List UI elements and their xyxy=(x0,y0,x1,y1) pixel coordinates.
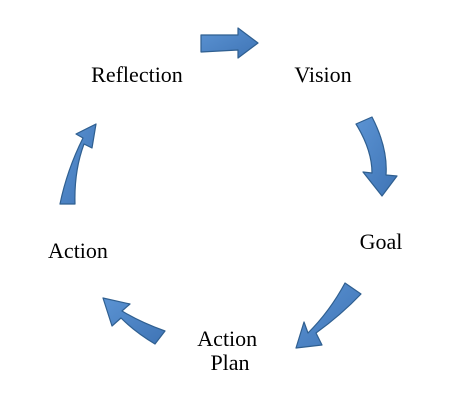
step-label-goal: Goal xyxy=(360,229,403,254)
cycle-arrow-goal-to-action-plan xyxy=(295,282,362,349)
step-label-action-plan: Action Plan xyxy=(197,326,262,375)
step-label-vision: Vision xyxy=(294,62,351,87)
step-label-action: Action xyxy=(48,238,108,263)
cycle-arrow-reflection-to-vision xyxy=(200,27,259,59)
cycle-arrow-action-plan-to-action xyxy=(102,297,166,345)
cycle-arrow-action-to-reflection xyxy=(59,123,97,205)
step-label-reflection: Reflection xyxy=(91,62,183,87)
cycle-arrow-vision-to-goal xyxy=(355,116,398,197)
